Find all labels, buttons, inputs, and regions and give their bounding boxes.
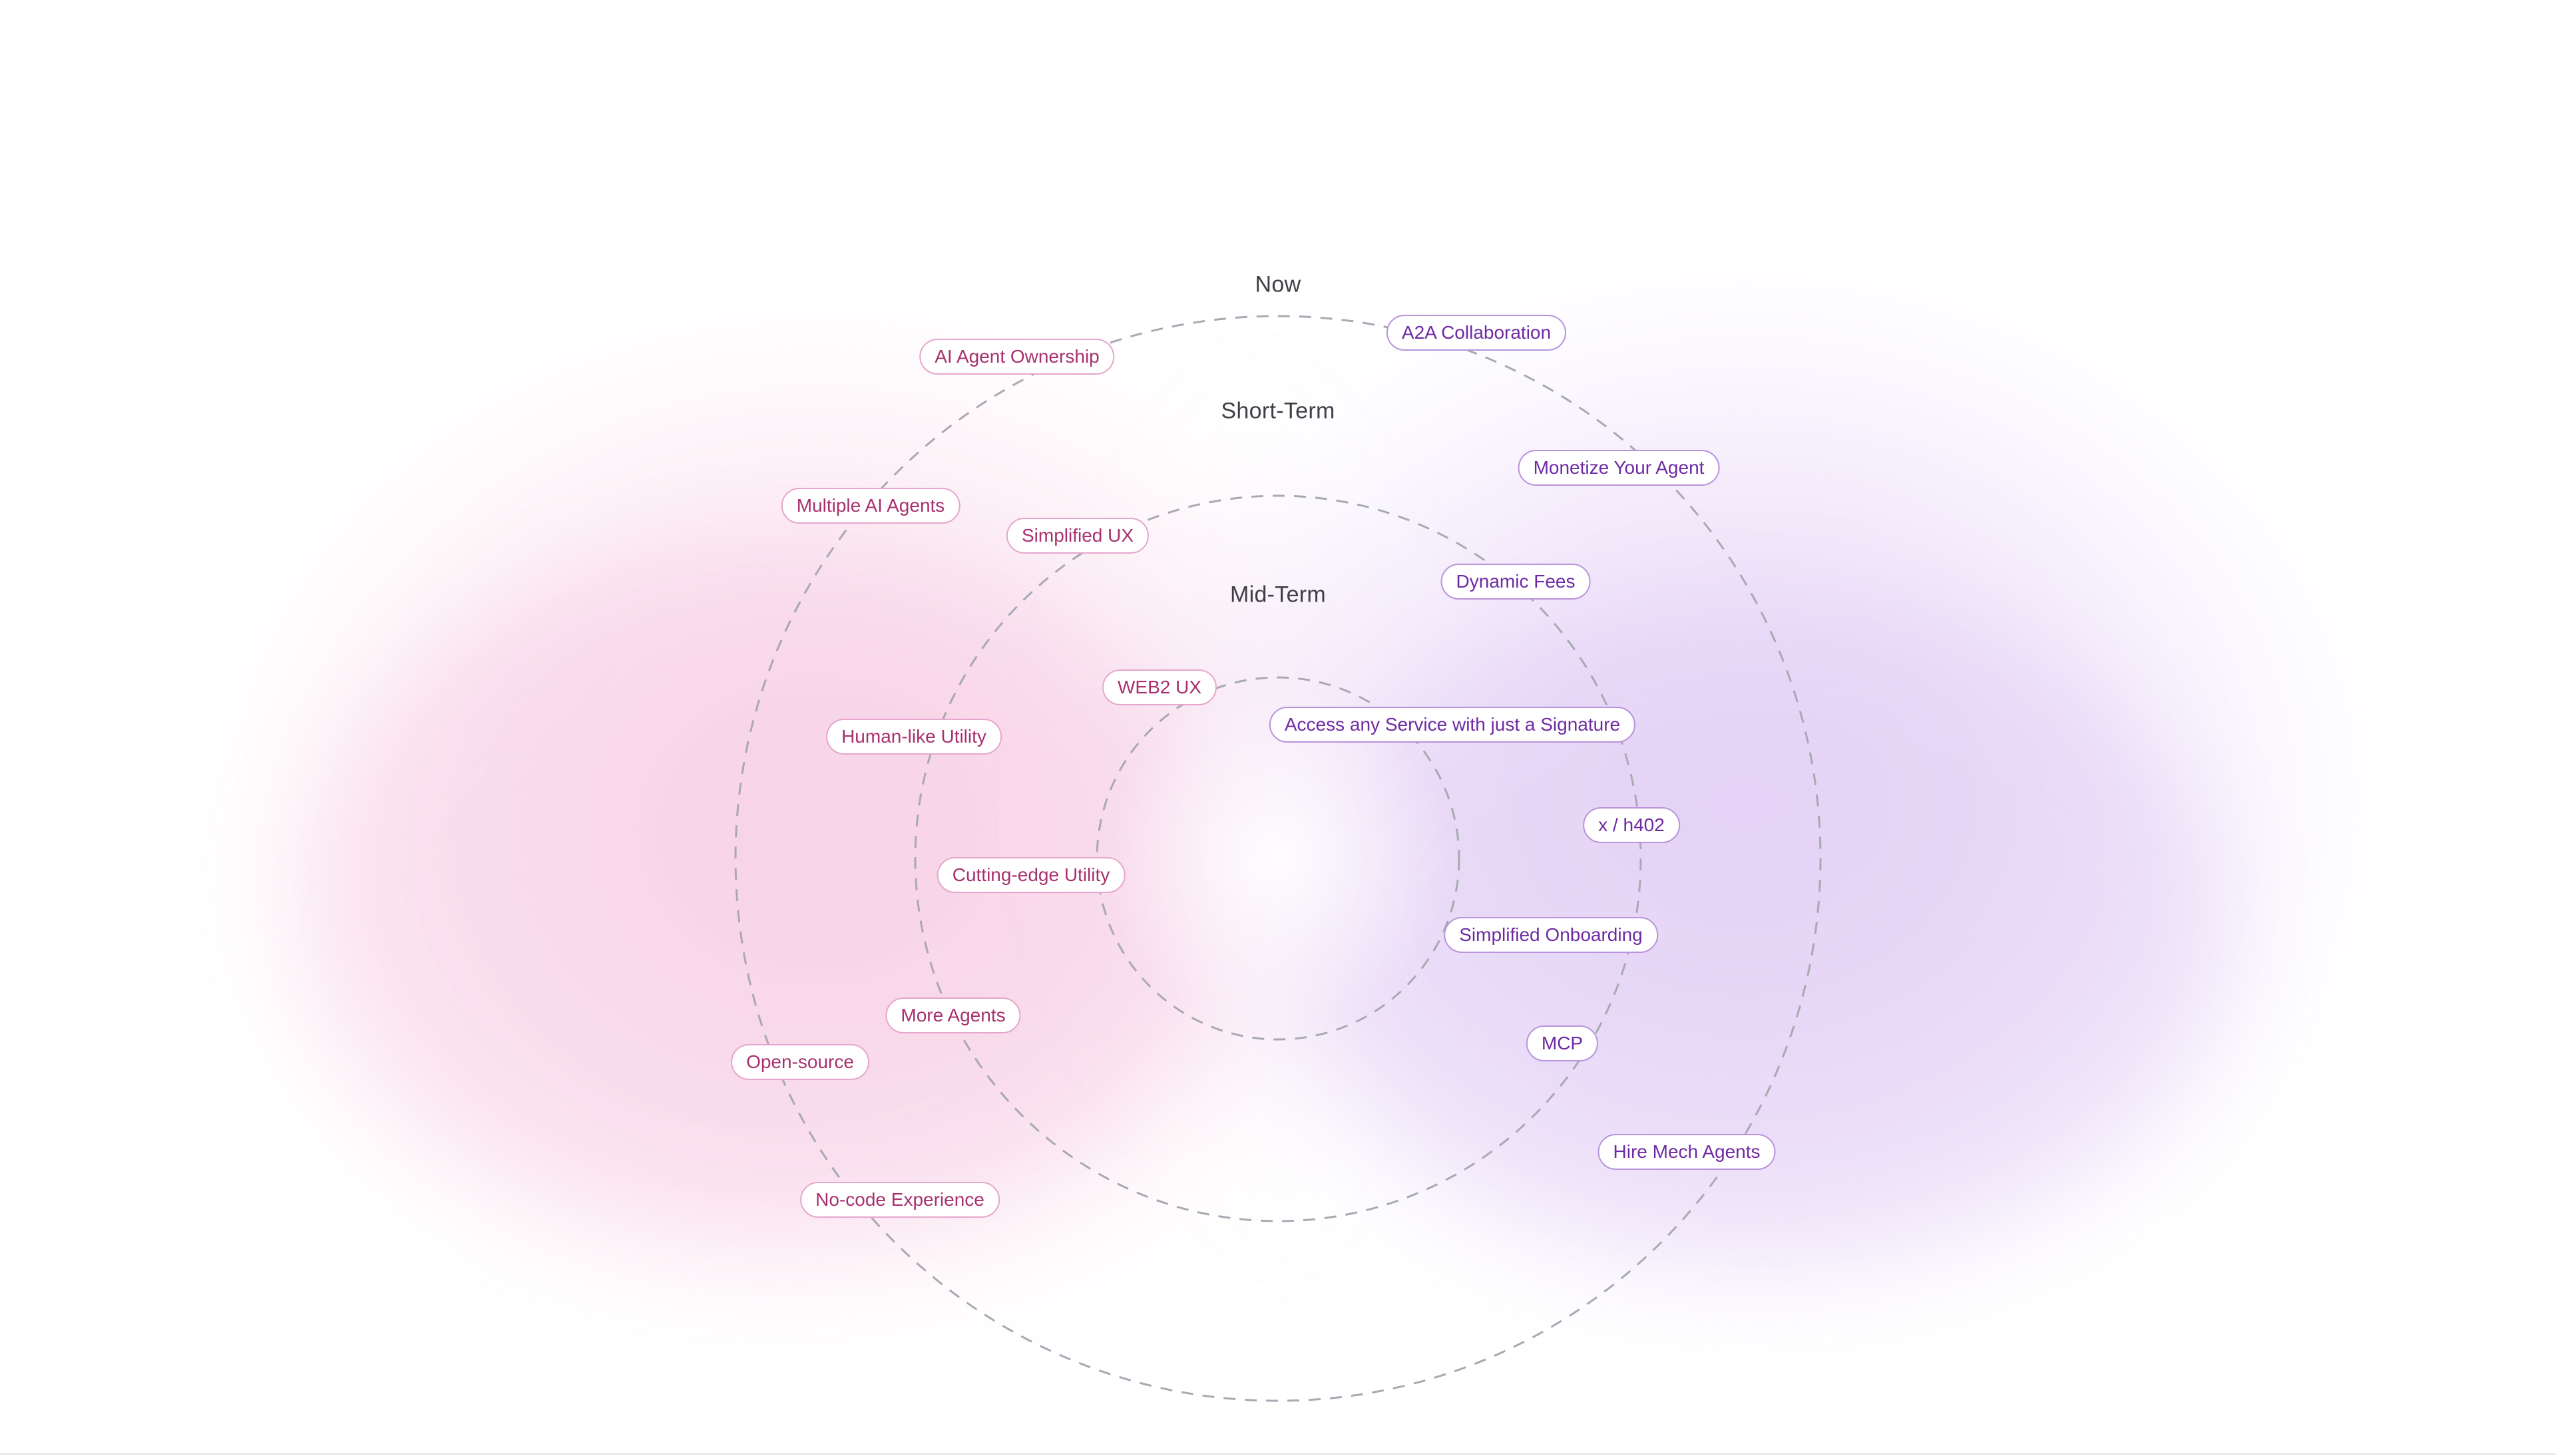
tag-x-h402[interactable]: x / h402 xyxy=(1583,807,1680,843)
ring-title-short-term: Short-Term xyxy=(1221,398,1335,424)
ring-mid-term xyxy=(1096,676,1460,1041)
bottom-divider xyxy=(0,1453,2556,1455)
tag-dynamic-fees[interactable]: Dynamic Fees xyxy=(1440,564,1591,600)
ring-now xyxy=(734,315,1822,1402)
purple-glow xyxy=(1105,220,2383,1284)
tag-mcp[interactable]: MCP xyxy=(1526,1025,1599,1061)
tag-a2a-collaboration[interactable]: A2A Collaboration xyxy=(1386,315,1567,351)
tag-hire-mech-agents[interactable]: Hire Mech Agents xyxy=(1598,1134,1776,1170)
ring-short-term xyxy=(914,494,1642,1222)
tag-human-like-utility[interactable]: Human-like Utility xyxy=(826,719,1002,755)
center-highlight xyxy=(1105,685,1451,1031)
tag-web2-ux[interactable]: WEB2 UX xyxy=(1102,669,1217,705)
tag-no-code-experience[interactable]: No-code Experience xyxy=(800,1182,1000,1218)
tag-open-source[interactable]: Open-source xyxy=(731,1044,869,1080)
ring-title-mid-term: Mid-Term xyxy=(1229,582,1327,608)
tag-multiple-ai-agents[interactable]: Multiple AI Agents xyxy=(781,488,960,524)
ring-title-now: Now xyxy=(1255,272,1301,297)
tag-access-any-service[interactable]: Access any Service with just a Signature xyxy=(1269,707,1636,743)
tag-cutting-edge-utility[interactable]: Cutting-edge Utility xyxy=(937,857,1126,893)
tag-monetize-your-agent[interactable]: Monetize Your Agent xyxy=(1518,450,1720,486)
tag-simplified-onboarding[interactable]: Simplified Onboarding xyxy=(1444,917,1658,953)
tag-ai-agent-ownership[interactable]: AI Agent Ownership xyxy=(919,339,1115,375)
tag-more-agents[interactable]: More Agents xyxy=(885,998,1021,1033)
tag-simplified-ux[interactable]: Simplified UX xyxy=(1006,518,1150,554)
